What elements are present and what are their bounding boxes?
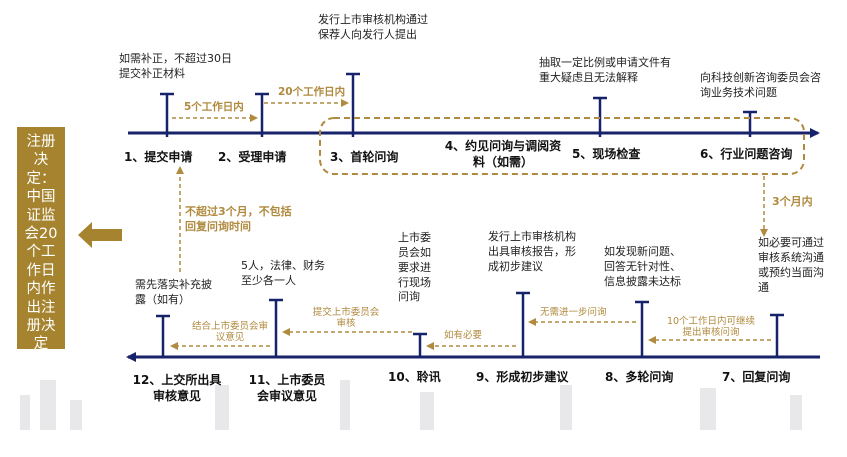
step-10-hearing: 10、聆讯	[388, 370, 441, 384]
first-inquiry-note: 发行上市审核机构通过保荐人向发行人提出	[318, 13, 428, 41]
committee-note: 5人，法律、财务至少各一人	[241, 259, 325, 287]
step-6-industry: 6、行业问题咨询	[700, 147, 793, 161]
three-months-label: 3个月内	[772, 195, 813, 208]
multi-inquiry-note: 如发现新问题、回答无针对性、信息披露未达标	[604, 245, 681, 288]
step-12-exchange-opinion: 12、上交所出具审核意见	[132, 373, 222, 404]
submit-label: 提交上市委员会审核	[312, 307, 380, 330]
skyline-decoration	[20, 380, 802, 430]
to-final-decision-arrow	[78, 222, 122, 248]
step-11-committee-opinion: 11、上市委员会审议意见	[248, 373, 326, 404]
inquiry-stage-box	[319, 117, 805, 175]
step-5-onsite: 5、现场检查	[572, 147, 641, 161]
disclosure-note: 需先落实补充披露（如有）	[135, 278, 212, 306]
bottom-pins	[156, 291, 784, 357]
step-4-interview: 4、约见问询与调阅资料（如需）	[444, 139, 562, 170]
step-3-first-inquiry: 3、首轮问询	[330, 150, 399, 164]
bottom-flow-arrows	[170, 318, 771, 350]
if-needed-label: 如有必要	[444, 330, 483, 341]
industry-note: 向科技创新咨询委员会咨询业务技术问题	[700, 71, 821, 99]
no-more-inquiry-label: 无需进一步问询	[540, 307, 607, 318]
supplement-note: 如需补正，不超过30日提交补正材料	[119, 52, 232, 80]
three-months-limit-label: 不超过3个月，不包括回复问询时间	[185, 205, 292, 233]
hearing-note: 上市委员会如要求进行现场问询	[398, 231, 431, 304]
step-7-reply-inquiry: 7、回复问询	[722, 370, 791, 384]
twenty-days-label: 20个工作日内	[278, 86, 346, 98]
top-pins	[160, 72, 757, 137]
five-days-label: 5个工作日内	[184, 101, 244, 113]
communication-note: 如必要可通过审核系统沟通或预约当面沟通	[758, 236, 824, 294]
onsite-note: 抽取一定比例或申请文件有重大疑虑且无法解释	[539, 56, 671, 84]
step-1-submit: 1、提交申请	[124, 150, 193, 164]
proposal-note: 发行上市审核机构出具审核报告，形成初步建议	[488, 230, 576, 273]
step-8-multi-inquiry: 8、多轮问询	[605, 370, 674, 384]
final-decision-box: 注册决定：中国证监会20个工作日内作出注册决定	[17, 127, 65, 352]
combine-label: 结合上市委员会审议意见	[191, 321, 268, 344]
ten-days-label: 10个工作日内可继续提出审核问询	[666, 316, 756, 339]
step-9-initial-proposal: 9、形成初步建议	[476, 370, 569, 384]
step-2-accept: 2、受理申请	[218, 150, 287, 164]
